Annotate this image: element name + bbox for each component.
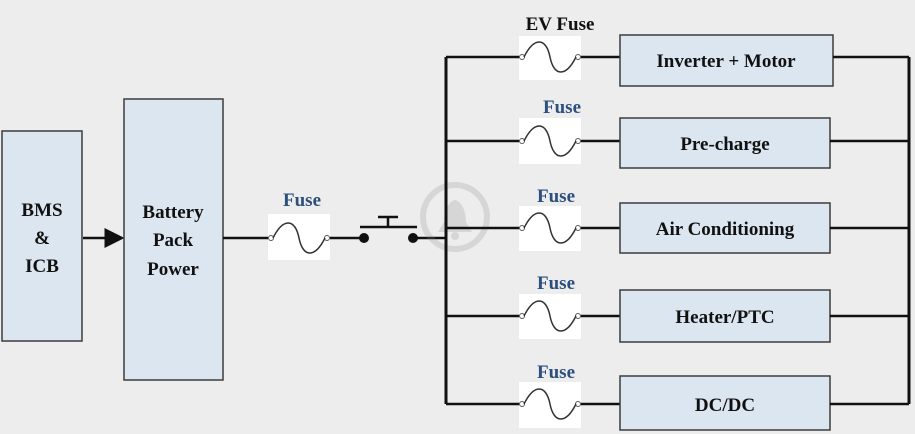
bms-label-line-3: ICB xyxy=(25,256,59,277)
push-button-switch-icon xyxy=(359,215,418,243)
bms-label-line-1: BMS xyxy=(21,200,62,221)
battery-label-line-1: Battery xyxy=(142,202,204,223)
pre-charge-label: Pre-charge xyxy=(680,134,769,155)
dc-dc-box xyxy=(619,375,831,431)
inverter-motor-label: Inverter + Motor xyxy=(656,51,796,72)
battery-label-line-2: Pack xyxy=(153,230,194,251)
ev-fuse-label: EV Fuse xyxy=(526,14,595,35)
air-conditioning-fuse-icon xyxy=(519,206,581,251)
dc-dc-fuse-label: Fuse xyxy=(537,362,575,383)
pre-charge-fuse-label: Fuse xyxy=(543,97,581,118)
dc-dc-label: DC/DC xyxy=(695,395,755,416)
heater-ptc-box xyxy=(619,289,831,343)
branch-pre-charge: Fuse Pre-charge xyxy=(446,97,909,169)
main-fuse-icon xyxy=(268,214,330,260)
bms-label-line-2: & xyxy=(34,228,50,249)
air-conditioning-box xyxy=(619,202,831,254)
branch-inverter-motor: EV Fuse Inverter + Motor xyxy=(446,14,909,87)
pre-charge-fuse-icon xyxy=(519,118,581,164)
air-conditioning-fuse-label: Fuse xyxy=(537,186,575,207)
branch-air-conditioning: Fuse Air Conditioning xyxy=(446,186,909,254)
air-conditioning-label: Air Conditioning xyxy=(656,219,795,240)
branch-dc-dc: Fuse DC/DC xyxy=(446,362,909,431)
battery-label-line-3: Power xyxy=(147,259,199,280)
bms-block xyxy=(1,130,83,342)
branch-heater-ptc: Fuse Heater/PTC xyxy=(446,273,909,343)
heater-ptc-label: Heater/PTC xyxy=(675,307,774,328)
ev-fuse-icon xyxy=(519,36,581,80)
heater-ptc-fuse-icon xyxy=(519,294,581,339)
dc-dc-fuse-icon xyxy=(519,382,581,428)
heater-ptc-fuse-label: Fuse xyxy=(537,273,575,294)
battery-pack-block xyxy=(123,98,224,381)
main-fuse-label: Fuse xyxy=(283,190,321,211)
watermark-logo xyxy=(420,182,490,252)
pre-charge-box xyxy=(619,117,831,169)
inverter-motor-box xyxy=(619,34,834,87)
